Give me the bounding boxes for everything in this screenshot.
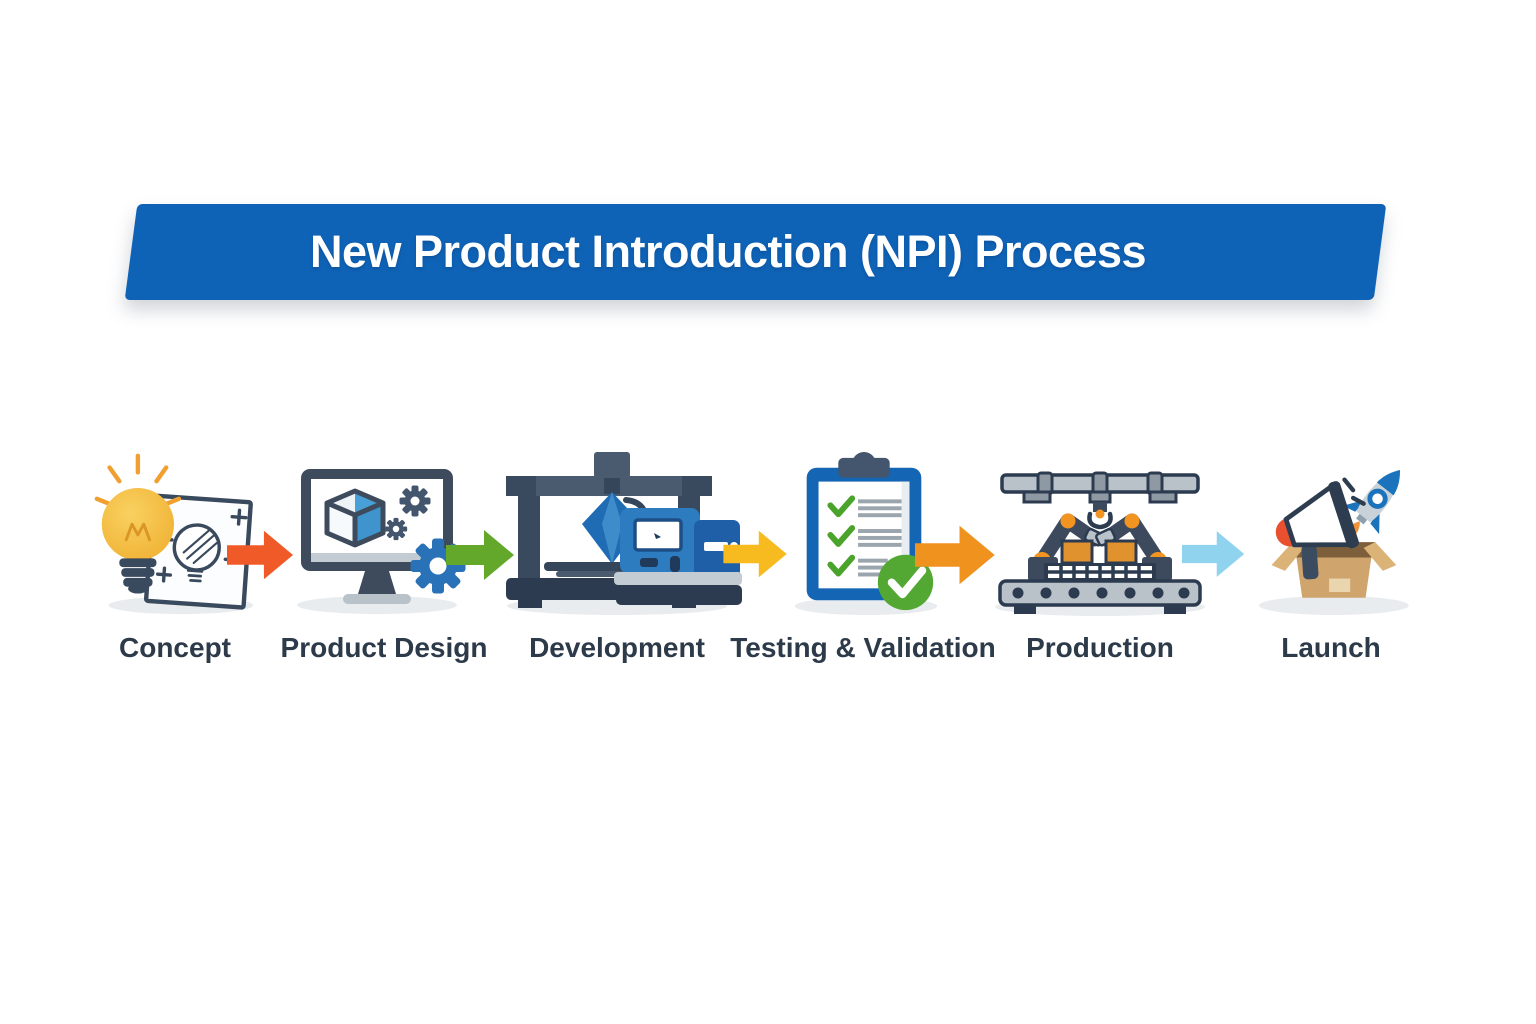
lightbulb-icon <box>94 453 182 594</box>
checklist-lines <box>857 499 902 577</box>
stage-label-launch: Launch <box>1281 632 1381 663</box>
sound-lines <box>1332 477 1366 506</box>
cardboard-box-icon <box>1271 542 1396 598</box>
stage-launch: Launch <box>1238 448 1424 664</box>
lightbulb-sketch-icon <box>94 453 254 615</box>
monitor-cad-gears-icon <box>297 469 466 614</box>
overhead-beam <box>1000 471 1200 504</box>
center-gripper-icon <box>1087 502 1113 530</box>
arrow-development-to-testing <box>723 530 787 578</box>
title-banner: New Product Introduction (NPI) Process <box>124 204 1387 300</box>
arrow-testing-to-production <box>914 525 995 585</box>
gear-icon <box>399 485 431 517</box>
stage-label-product-design: Product Design <box>280 632 488 663</box>
box-megaphone-rocket-icon <box>1258 469 1409 616</box>
arrow-concept-to-design <box>227 530 294 580</box>
checkmarks <box>826 495 855 577</box>
robotic-assembly-line-icon <box>995 471 1205 616</box>
megaphone-icon <box>1275 481 1359 580</box>
stage-testing-validation: Testing & Validation <box>730 448 996 664</box>
stage-label-testing-validation: Testing & Validation <box>730 632 996 663</box>
3d-cube-icon <box>324 488 386 548</box>
checklist-clipboard-icon <box>794 451 937 616</box>
stage-concept: Concept <box>85 448 265 664</box>
gear-icon <box>384 517 408 541</box>
check-badge-icon <box>877 554 933 611</box>
stage-production: Production <box>980 448 1220 664</box>
boxes-on-pallet <box>1044 539 1156 581</box>
stage-label-development: Development <box>529 632 705 663</box>
conveyor-base <box>998 579 1202 614</box>
stage-product-design: Product Design <box>281 448 487 664</box>
stage-label-concept: Concept <box>119 632 231 663</box>
page-title: New Product Introduction (NPI) Process <box>310 226 1147 277</box>
arrow-production-to-launch <box>1182 531 1245 577</box>
cnc-machine-icon <box>614 508 742 605</box>
stage-development: Development <box>492 448 742 664</box>
arrow-design-to-development <box>446 530 514 580</box>
stage-label-production: Production <box>1026 632 1174 663</box>
printer-machine-icon <box>506 452 742 615</box>
